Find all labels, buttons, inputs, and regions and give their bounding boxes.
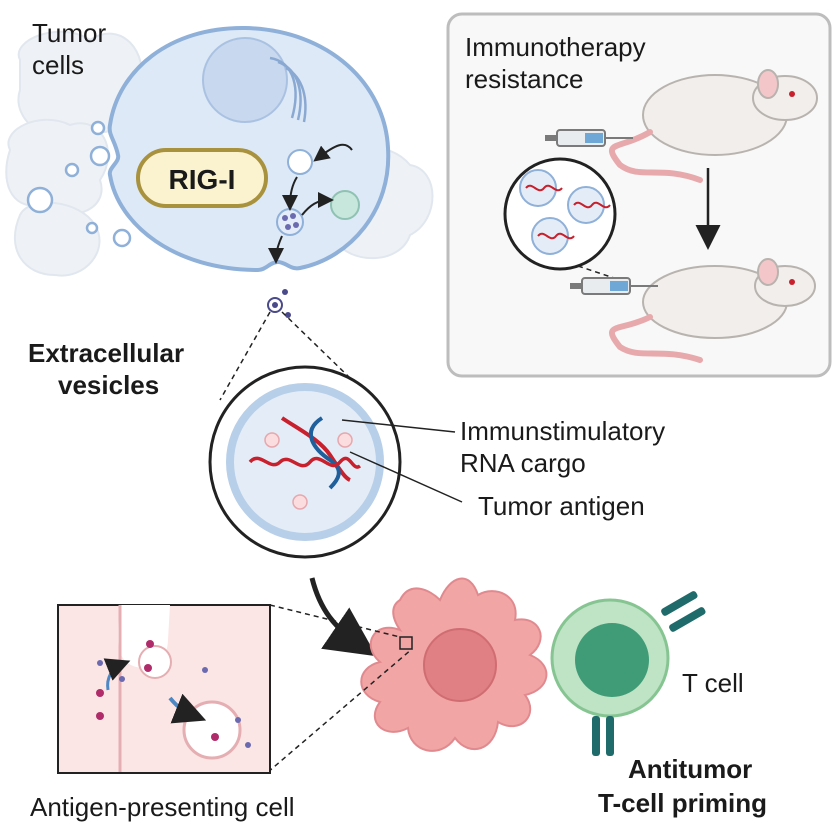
immunotherapy-label-line1: Immunotherapy xyxy=(465,32,646,62)
ev-uptake-arrow xyxy=(309,577,377,657)
apc-membrane-inset xyxy=(57,604,271,774)
ev-zoom-circle xyxy=(503,157,627,283)
mouse-bottom xyxy=(608,258,816,363)
nucleus xyxy=(202,37,288,123)
immunotherapy-label-line2: resistance xyxy=(465,64,584,94)
rna-label-line2: RNA cargo xyxy=(460,448,586,478)
antigen-presenting-cell xyxy=(360,577,548,752)
tumor-cell xyxy=(107,25,391,273)
rig-i-badge: RIG-I xyxy=(136,148,268,208)
tcr-bottom xyxy=(592,716,614,756)
tumor-cells-label-line2: cells xyxy=(32,50,84,80)
antigen-label: Tumor antigen xyxy=(478,491,645,521)
zoom-line-right xyxy=(281,311,351,379)
inset-zoom-line-top xyxy=(269,604,401,638)
immunotherapy-panel: Immunotherapy resistance xyxy=(446,12,832,378)
rna-label-line1: Immunstimulatory xyxy=(460,416,665,446)
antigen-callout-line xyxy=(349,451,463,503)
syringe-bottom xyxy=(570,277,658,295)
priming-label-line1: Antitumor xyxy=(628,754,752,784)
apc-label: Antigen-presenting cell xyxy=(30,792,295,822)
ev-label-line2: vesicles xyxy=(58,370,159,400)
t-cell-label: T cell xyxy=(682,668,744,698)
t-cell xyxy=(550,591,706,756)
priming-label-line2: T-cell priming xyxy=(598,788,767,818)
inset-zoom-line-bottom xyxy=(267,648,413,773)
ev-magnified xyxy=(208,365,402,559)
free-vesicles xyxy=(26,120,132,248)
syringe-top xyxy=(545,129,633,147)
zoom-box xyxy=(399,636,413,650)
tcr-top xyxy=(661,591,706,632)
rig-i-label: RIG-I xyxy=(169,164,236,195)
tumor-cells-label-line1: Tumor xyxy=(32,18,106,48)
released-vesicles xyxy=(267,289,291,318)
ev-label-line1: Extracellular xyxy=(28,338,184,368)
golgi-apparatus xyxy=(269,56,307,123)
mouse-top xyxy=(609,69,818,183)
zoom-line-left xyxy=(219,311,271,401)
rna-callout-line xyxy=(341,419,456,433)
